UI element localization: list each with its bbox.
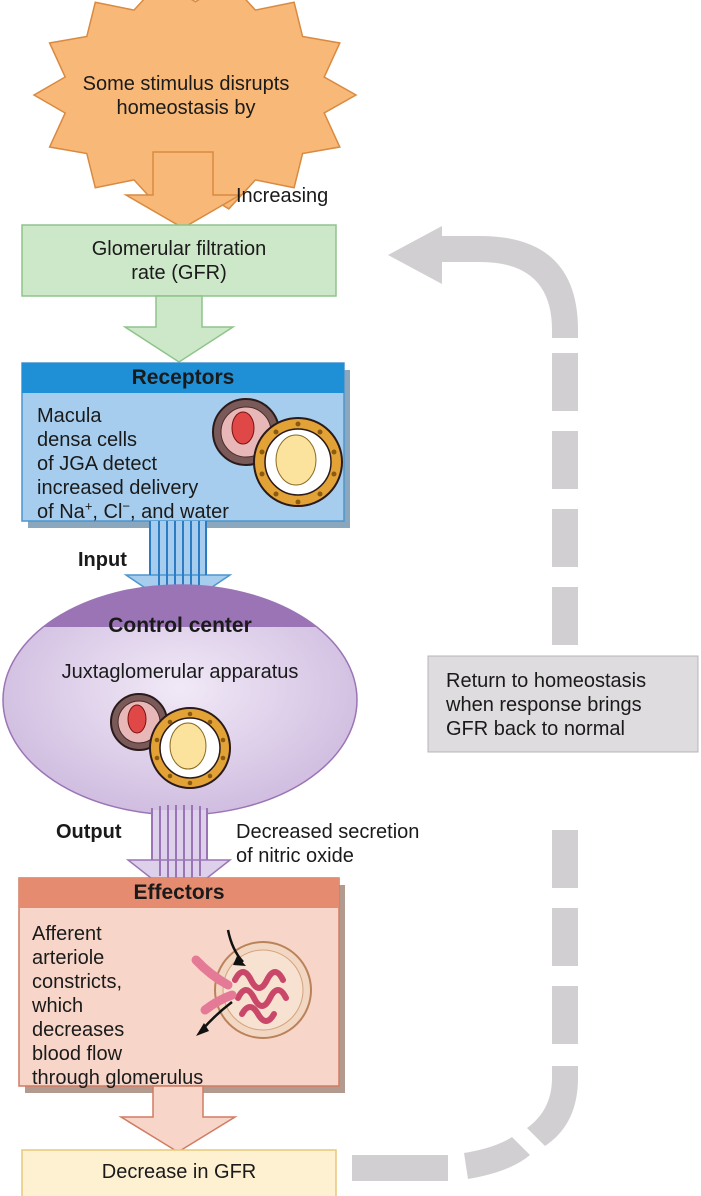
effectors-header: Effectors	[133, 881, 225, 904]
control-center-text: Juxtaglomerular apparatus	[61, 661, 299, 683]
response-text: Decrease in GFR	[101, 1161, 257, 1183]
stimulus-text: Some stimulus disrupts homeostasis by	[82, 73, 290, 119]
response-box	[21, 1149, 337, 1196]
glomerulus-illustration	[191, 929, 312, 1039]
gfr-box	[21, 224, 337, 297]
return-box	[427, 655, 699, 753]
effectors-text: Afferent arteriole constricts, which dec…	[32, 923, 204, 1089]
feedback-arrow	[352, 226, 578, 1181]
gfr-arrow	[122, 295, 236, 363]
receptors-text: Macula densa cells of JGA detect increas…	[37, 405, 229, 523]
feedback-arrow-curve	[442, 236, 578, 338]
increasing-label: Increasing	[236, 185, 329, 207]
control-center-header: Control center	[108, 614, 252, 637]
feedback-arrow-head	[388, 226, 442, 284]
macula-densa-illustration	[212, 398, 343, 507]
output-signal-text: Decreased secretion of nitric oxide	[236, 821, 420, 867]
output-label: Output	[56, 821, 122, 843]
return-text: Return to homeostasis when response brin…	[446, 670, 647, 740]
input-label: Input	[78, 549, 127, 571]
stimulus-burst	[32, 0, 358, 210]
jga-illustration	[110, 693, 231, 789]
gfr-text: Glomerular filtration rate (GFR)	[91, 238, 267, 284]
receptors-header: Receptors	[131, 366, 235, 389]
effectors-arrow	[118, 1085, 238, 1153]
stimulus-arrow	[123, 151, 243, 229]
